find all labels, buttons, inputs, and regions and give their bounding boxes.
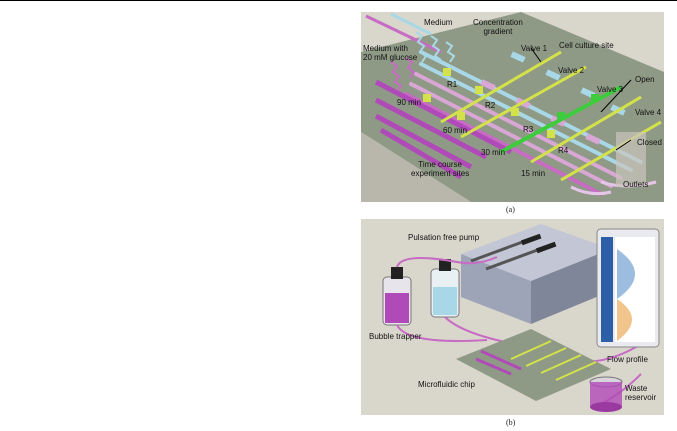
label-open: Open [635,75,655,84]
label-90-min: 90 min [397,98,422,107]
label-r2: R2 [485,101,496,110]
label-microfluidic-chip: Microfluidic chip [418,380,475,389]
label-60-min: 60 min [443,126,468,135]
label-pulsation-free-pump: Pulsation free pump [408,233,480,242]
label-time-course-sites: Time course experiment sites [411,160,470,178]
label-medium: Medium [424,18,453,27]
label-30-min: 30 min [481,148,506,157]
label-15-min: 15 min [521,169,546,178]
label-valve-2: Valve 2 [558,66,585,75]
label-r3: R3 [523,125,534,134]
label-medium-glucose: Medium with 20 mM glucose [363,44,418,62]
label-outlets: Outlets [623,180,649,189]
page-top-rule [0,0,677,1]
label-cell-culture-site: Cell culture site [559,41,614,50]
label-valve-4: Valve 4 [635,108,662,117]
label-r1: R1 [447,80,458,89]
label-r4: R4 [558,146,569,155]
setup-illustration [382,224,660,412]
label-waste-reservoir: Waste reservoir [625,384,657,402]
caption-b: (b) [506,418,516,427]
caption-a: (a) [506,205,515,214]
figure-panel-a: Medium Concentration gradient Medium wit… [361,12,664,202]
label-valve-3: Valve 3 [597,85,624,94]
label-valve-1: Valve 1 [521,44,548,53]
label-bubble-trapper: Bubble trapper [369,332,422,341]
label-flow-profile: Flow profile [607,355,648,364]
label-closed: Closed [637,138,662,147]
figure-panel-b: Pulsation free pump Bubble trapper Flow … [361,219,664,415]
chip-layout-illustration [361,12,664,202]
label-concentration-gradient: Concentration gradient [473,18,523,36]
